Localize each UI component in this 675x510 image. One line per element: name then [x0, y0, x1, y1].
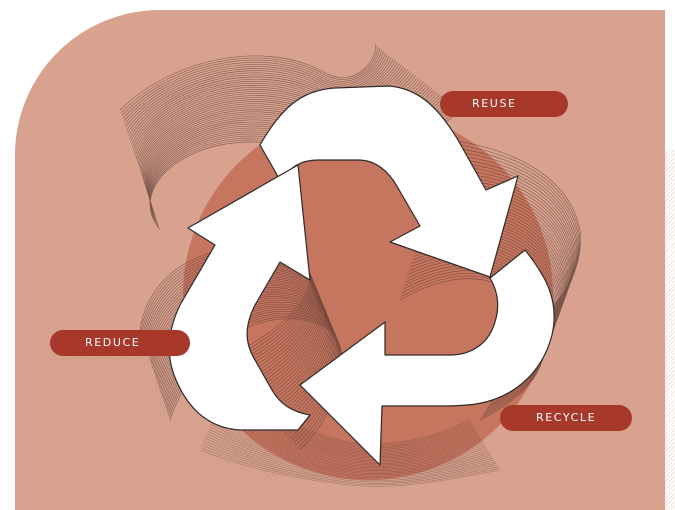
label-reduce: REDUCE [50, 330, 190, 356]
background-card [15, 10, 665, 510]
label-recycle: RECYCLE [500, 405, 632, 431]
edge-hatch [665, 150, 675, 510]
recycle-graphic [15, 10, 665, 510]
label-reuse: REUSE [440, 91, 568, 117]
